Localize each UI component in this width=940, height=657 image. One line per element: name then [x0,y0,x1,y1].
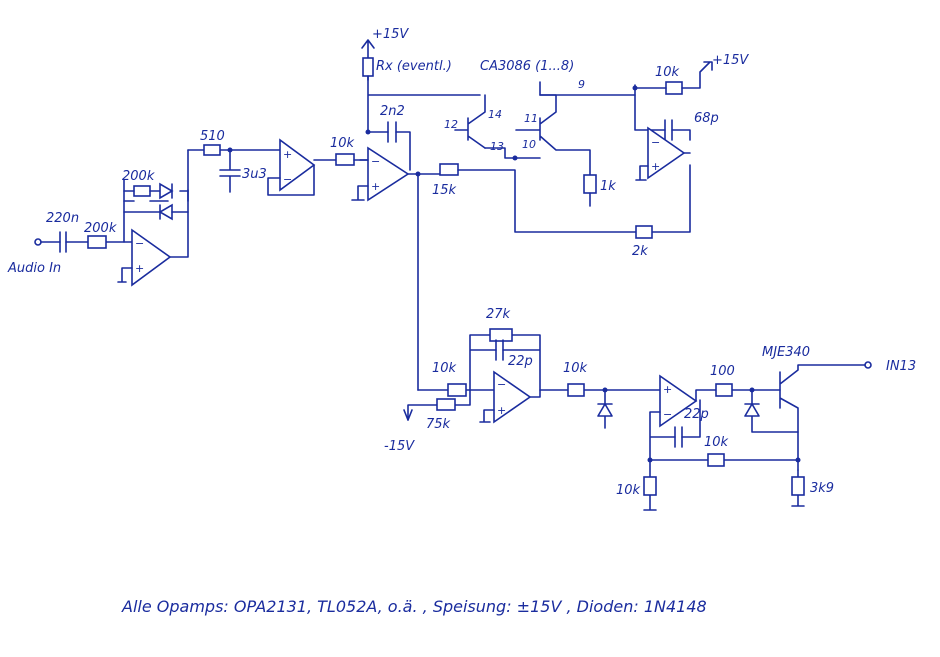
resistor-3k9 [791,476,805,496]
capacitor-68p [664,119,673,141]
label-c-2n2: 2n2 [380,104,405,119]
resistor-rx [362,57,374,77]
resistor-10k-c [567,383,585,397]
resistor-10k-a [335,153,355,166]
input-stage: − + + − [34,138,369,287]
label-pin-11: 11 [524,112,538,125]
label-pin-13: 13 [490,140,504,153]
resistor-15k [439,163,459,176]
capacitor-220n [59,231,67,253]
label-r-in: 200k [84,221,117,236]
diode-2 [158,203,173,221]
label-pin-10: 10 [522,138,536,151]
label-rx: Rx (eventl.) [376,59,452,74]
svg-text:+: + [371,180,380,193]
svg-text:−: − [283,173,292,186]
svg-text:−: − [135,237,144,250]
svg-text:+: + [663,383,672,396]
label-r-10k-b: 10k [432,361,457,376]
resistor-200k-input [87,235,107,249]
label-r-100: 100 [710,364,735,379]
label-r-10k-a: 10k [330,136,355,151]
svg-text:+: + [497,404,506,417]
resistor-100 [715,383,733,397]
label-r-10k-top: 10k [655,65,680,80]
svg-text:+: + [651,160,660,173]
opamp-4 [647,126,686,180]
label-r-75k: 75k [426,417,451,432]
output-terminal [864,361,872,369]
label-mje340: MJE340 [762,345,810,360]
capacitor-2n2 [387,121,397,143]
resistor-10k-d [707,453,725,467]
label-audio-in: Audio In [7,261,61,276]
svg-text:−: − [497,378,506,391]
resistor-10k-top [665,81,683,95]
capacitor-22p-a [495,339,504,361]
label-c-3u3: 3u3 [242,167,267,182]
diode-3 [597,389,613,429]
label-r-3k9: 3k9 [810,481,834,496]
label-pin-9: 9 [578,78,585,91]
label-r-10k-e: 10k [616,483,641,498]
resistor-1k [583,174,597,194]
svg-text:−: − [663,408,672,421]
label-supply-right: +15V [712,53,749,68]
opamp-3 [367,146,410,202]
label-r-10k-c: 10k [563,361,588,376]
output-stage: − + + − [403,328,872,511]
diode-1 [159,182,174,200]
opamp-2 [279,138,316,192]
label-r-fb1: 200k [122,169,155,184]
label-r-15k: 15k [432,183,457,198]
opamp-5 [493,370,532,424]
transistor-ca3086-2 [515,94,591,176]
labels: 220n 200k 200k 510 3u3 10k 2n2 Rx (event… [7,27,916,616]
exp-converter-stage: − + − + [351,39,713,391]
transistor-mje340 [779,364,866,471]
label-pin-12: 12 [444,118,458,131]
label-c-22p-b: 22p [684,407,709,422]
resistor-200k-feedback [133,185,151,197]
svg-text:−: − [651,136,660,149]
footnote: Alle Opamps: OPA2131, TL052A, o.ä. , Spe… [121,597,707,616]
svg-text:+: + [135,262,144,275]
label-r-510: 510 [200,129,225,144]
resistor-10k-b [447,383,467,397]
opamp-1 [131,228,172,287]
supply-arrow-right [634,61,713,89]
transistor-ca3086-1 [454,94,486,149]
label-output: IN13 [886,359,916,374]
capacitor-22p-b [674,426,683,448]
opamp-6 [659,374,698,428]
audio-input-terminal [34,238,42,246]
label-pin-14: 14 [488,108,502,121]
resistor-2k [635,225,653,239]
resistor-75k [436,398,456,411]
diode-4 [744,389,799,433]
resistor-27k [489,328,513,342]
label-c-in: 220n [46,211,79,226]
resistor-510 [203,144,221,156]
label-supply-neg: -15V [384,439,415,454]
label-r-10k-d: 10k [704,435,729,450]
label-r-2k: 2k [632,244,648,259]
label-ca3086: CA3086 (1...8) [480,59,574,74]
capacitor-3u3 [219,149,241,193]
label-r-27k: 27k [486,307,511,322]
svg-text:−: − [371,155,380,168]
label-c-22p-a: 22p [508,354,533,369]
svg-text:+: + [283,148,292,161]
label-r-1k: 1k [600,179,616,194]
label-supply-top: +15V [372,27,409,42]
resistor-10k-e [643,476,657,496]
label-c-68p: 68p [694,111,719,126]
